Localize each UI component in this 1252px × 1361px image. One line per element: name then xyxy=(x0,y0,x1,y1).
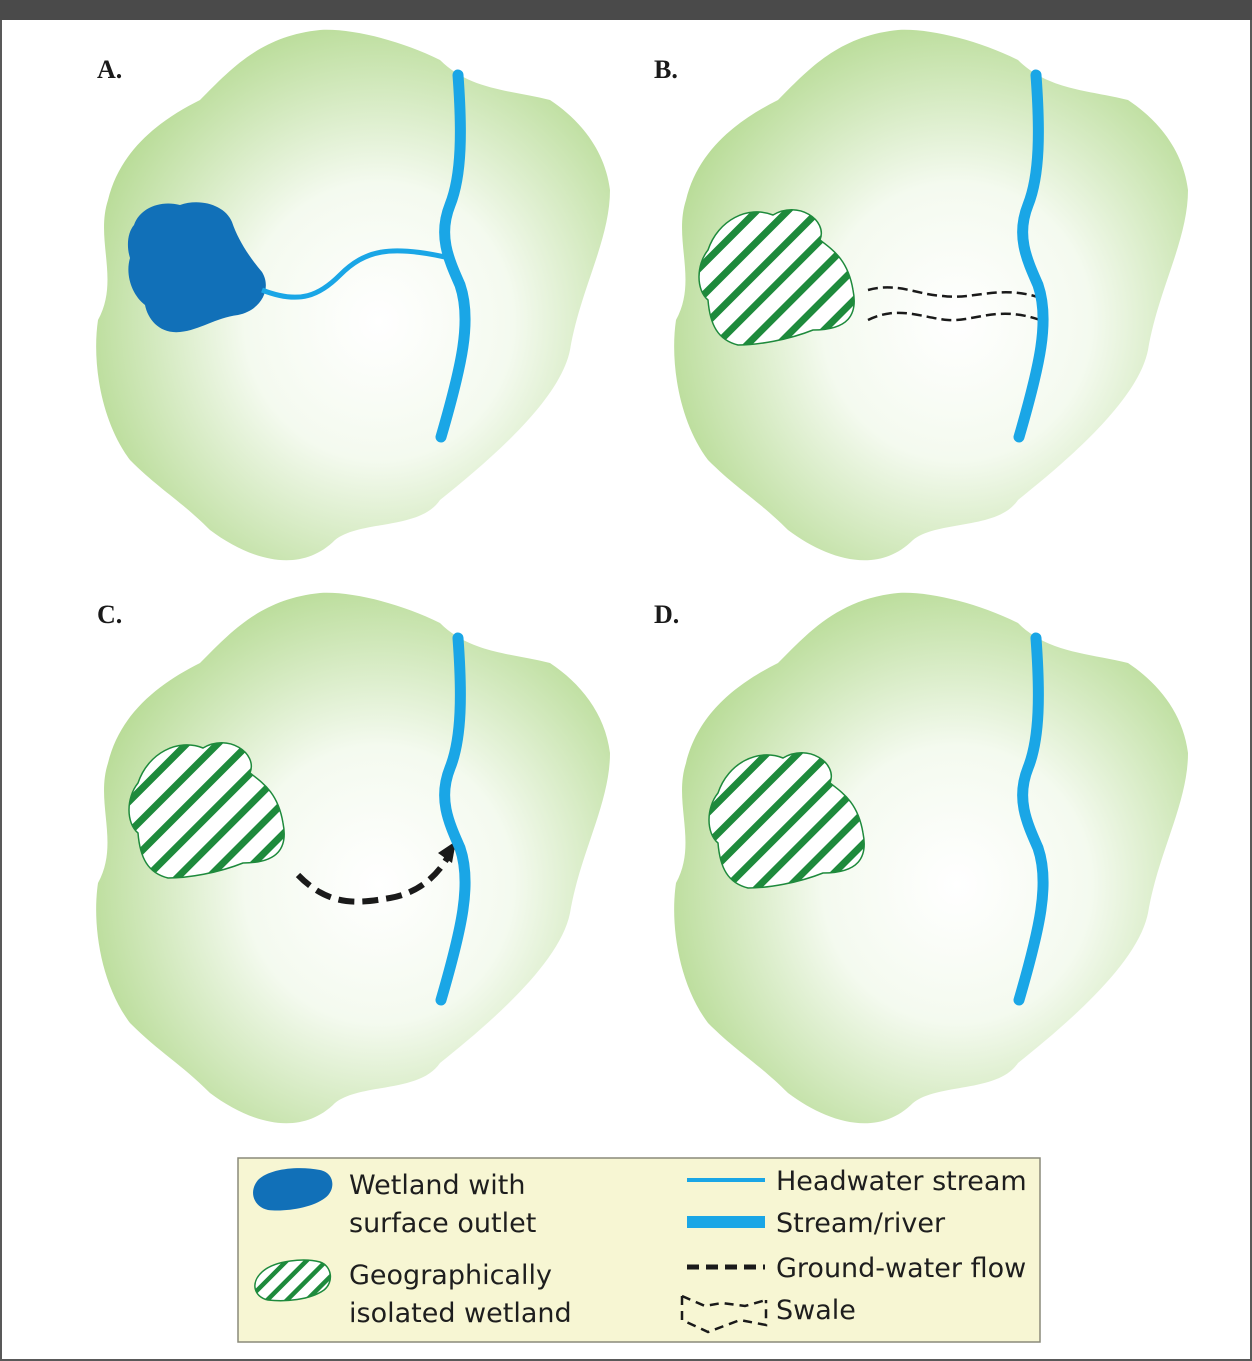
legend-isolated-line2: isolated wetland xyxy=(349,1298,572,1329)
panel-label-c: C. xyxy=(97,600,122,629)
panel-c: C. xyxy=(96,593,610,1123)
panel-label-a: A. xyxy=(97,55,122,84)
panel-d: D. xyxy=(654,593,1188,1123)
legend-groundwater-flow: Ground-water flow xyxy=(776,1253,1026,1284)
panel-label-b: B. xyxy=(654,55,678,84)
panel-a: A. xyxy=(96,30,610,560)
legend-wetland-outlet-line1: Wetland with xyxy=(349,1170,525,1201)
legend-headwater-stream: Headwater stream xyxy=(776,1166,1027,1197)
legend-swale: Swale xyxy=(776,1295,856,1326)
legend: Wetland with surface outlet Geographical… xyxy=(238,1158,1040,1342)
panel-b: B. xyxy=(654,30,1188,560)
legend-isolated-line1: Geographically xyxy=(349,1260,552,1291)
legend-wetland-outlet-line2: surface outlet xyxy=(349,1208,536,1239)
panel-label-d: D. xyxy=(654,600,679,629)
legend-stream-river: Stream/river xyxy=(776,1208,946,1239)
